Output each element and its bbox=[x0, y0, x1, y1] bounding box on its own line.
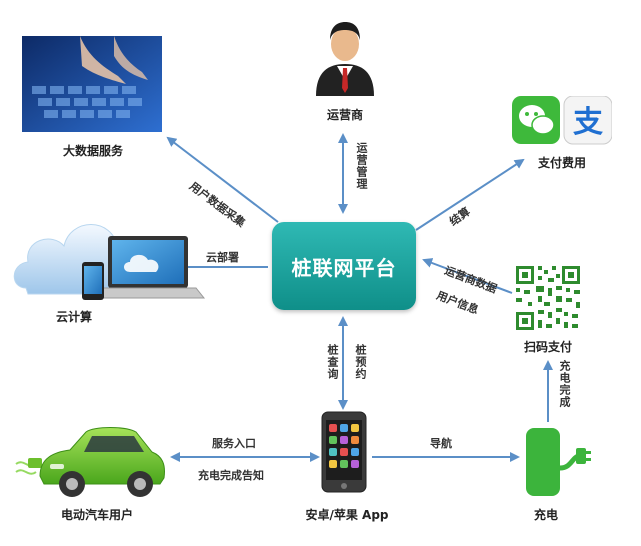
charger-plug-icon bbox=[526, 428, 591, 496]
edge-cloud-deploy-label: 云部署 bbox=[206, 251, 239, 264]
edge-ops-mgmt-label: 运营管理 bbox=[355, 142, 368, 190]
phone bbox=[82, 262, 104, 300]
laptop bbox=[90, 236, 206, 299]
big-data-keyboard-icon bbox=[22, 36, 162, 132]
qr-code-icon bbox=[514, 264, 582, 332]
alipay-icon: 支 bbox=[563, 96, 612, 145]
arrow-bigdata bbox=[166, 136, 279, 223]
platform-box: 桩联网平台 bbox=[272, 222, 416, 310]
app-label: 安卓/苹果 App bbox=[305, 508, 389, 522]
charge-label: 充电 bbox=[533, 508, 558, 522]
arrow-payment bbox=[415, 158, 525, 231]
edge-charge-done-label: 充电完成 bbox=[558, 360, 571, 408]
cloud-computing-icon bbox=[13, 224, 206, 300]
payment-label: 支付费用 bbox=[537, 156, 586, 170]
cloud-label: 云计算 bbox=[55, 310, 92, 324]
qr-label: 扫码支付 bbox=[523, 340, 572, 354]
edge-service-entry-label: 服务入口 bbox=[212, 437, 256, 450]
smartphone-app-icon bbox=[321, 411, 367, 493]
edge-pile-reserve-label: 桩预约 bbox=[354, 344, 367, 380]
payment-icons: 支 bbox=[512, 96, 612, 145]
edge-charge-notice-label: 充电完成告知 bbox=[198, 469, 264, 482]
edge-navigate-label: 导航 bbox=[430, 437, 452, 450]
wechat-icon bbox=[512, 96, 560, 144]
operator-label: 运营商 bbox=[326, 108, 363, 122]
ev-label: 电动汽车用户 bbox=[60, 508, 133, 522]
svg-text:支: 支 bbox=[573, 105, 603, 140]
edge-pile-query-label: 桩查询 bbox=[326, 344, 339, 380]
bigdata-label: 大数据服务 bbox=[62, 144, 123, 158]
electric-car-icon bbox=[15, 427, 165, 497]
platform-label: 桩联网平台 bbox=[291, 255, 397, 280]
operator-person-icon bbox=[316, 22, 374, 96]
arrow-qr bbox=[422, 258, 513, 294]
